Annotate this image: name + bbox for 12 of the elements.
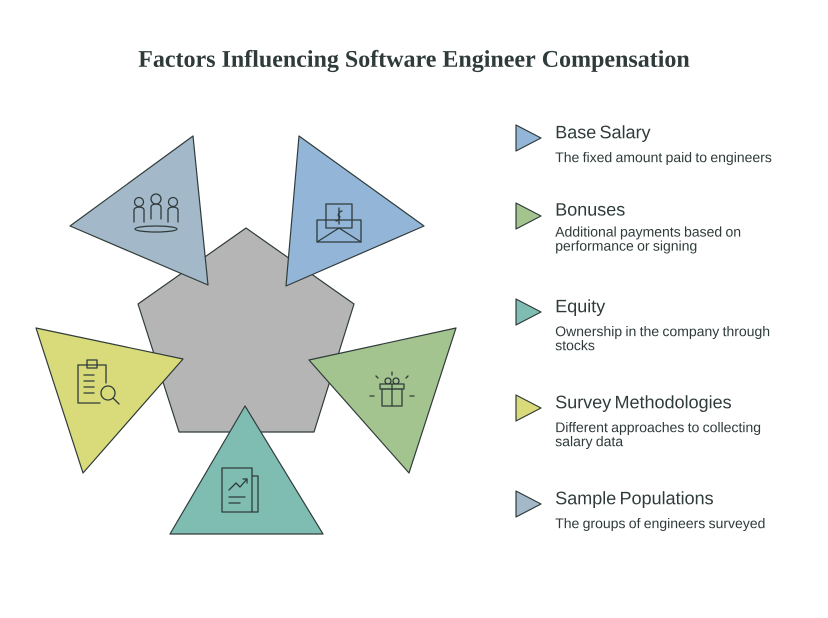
- triangle-shape: [169, 405, 324, 535]
- pentagon-shape: [137, 227, 355, 433]
- list-item: Base Salary The fixed amount paid to engineers: [556, 125, 772, 166]
- triangle-shape: [285, 135, 425, 287]
- list-item: Survey Methodologies Different approaches to collecting salary data: [556, 395, 760, 450]
- list-item: Sample Populations The groups of engineers surveyed: [556, 491, 764, 532]
- list-item: Equity Ownership in the company through stocks: [556, 299, 770, 350]
- triangle-shape: [308, 327, 457, 474]
- list-item: Bonuses Additional payments based on performance or signing: [555, 203, 740, 254]
- triangle-shape: [35, 327, 184, 474]
- triangle-shape: [69, 135, 209, 286]
- title: Factors Influencing Software Engineer Compensation: [138, 50, 690, 72]
